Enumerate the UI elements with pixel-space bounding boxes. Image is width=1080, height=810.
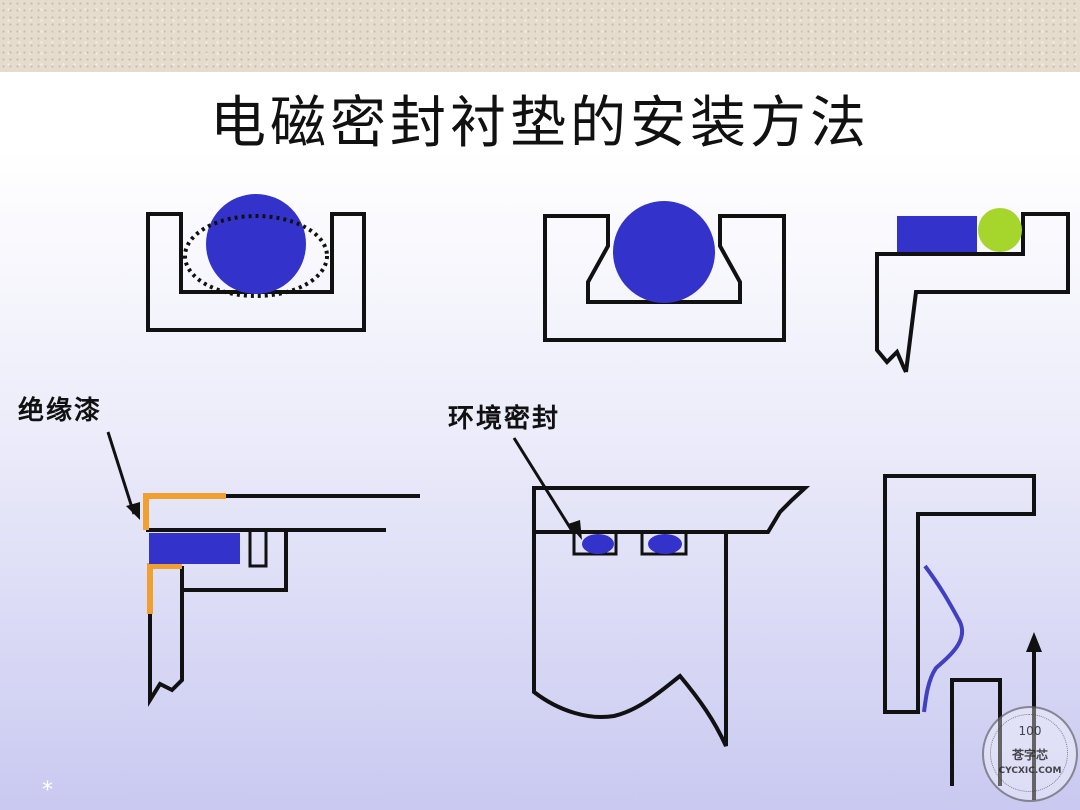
insulation-paint-top bbox=[143, 493, 226, 530]
watermark-stamp: 100 苍字芯 CYCXIC.COM bbox=[982, 706, 1078, 802]
rectangular-gasket bbox=[897, 216, 977, 252]
seal-gasket-right bbox=[648, 534, 682, 554]
top-texture-band bbox=[0, 0, 1080, 72]
label-environment-seal: 环境密封 bbox=[448, 404, 561, 434]
diagram-environment-seal bbox=[512, 437, 811, 747]
diagram-u-channel-round-gasket bbox=[146, 194, 366, 332]
stamp-bottom-text: CYCXIC.COM bbox=[998, 766, 1062, 776]
round-gasket bbox=[206, 194, 306, 294]
label-insulation-paint: 绝缘漆 bbox=[18, 396, 103, 426]
diagram-dovetail-groove bbox=[543, 201, 786, 342]
seal-gasket-left bbox=[582, 534, 614, 554]
gasket-recess bbox=[240, 528, 280, 568]
insulation-arrow-head bbox=[126, 502, 140, 520]
stamp-middle-text: 苍字芯 bbox=[1011, 748, 1048, 762]
wave-gasket bbox=[922, 564, 964, 713]
groove-right bbox=[640, 532, 688, 556]
u-channel bbox=[146, 212, 366, 332]
l-bracket-outline bbox=[875, 212, 1070, 373]
insulation-paint-bottom bbox=[147, 563, 182, 614]
flange-body bbox=[180, 530, 288, 592]
rectangular-gasket-flange bbox=[149, 533, 240, 564]
stamp-inner-ring bbox=[990, 714, 1068, 792]
diagram-insulated-flange bbox=[106, 431, 420, 707]
footer-mark: * bbox=[42, 778, 53, 803]
housing-body bbox=[532, 532, 728, 747]
compressed-gasket-outline bbox=[183, 214, 329, 298]
stamp-top-text: 100 bbox=[1018, 724, 1042, 738]
groove-left bbox=[572, 532, 618, 556]
diagram-l-bracket-dual-gasket bbox=[875, 208, 1070, 373]
round-green-gasket bbox=[978, 208, 1022, 252]
motion-arrow-head bbox=[1026, 632, 1042, 652]
dovetail-groove bbox=[543, 214, 786, 342]
slide-title: 电磁密封衬垫的安装方法 bbox=[210, 91, 870, 156]
round-gasket-dovetail bbox=[613, 201, 715, 303]
insulation-arrow-line bbox=[106, 431, 136, 515]
l-profile-outline bbox=[883, 474, 1036, 714]
flange-side bbox=[148, 590, 184, 707]
